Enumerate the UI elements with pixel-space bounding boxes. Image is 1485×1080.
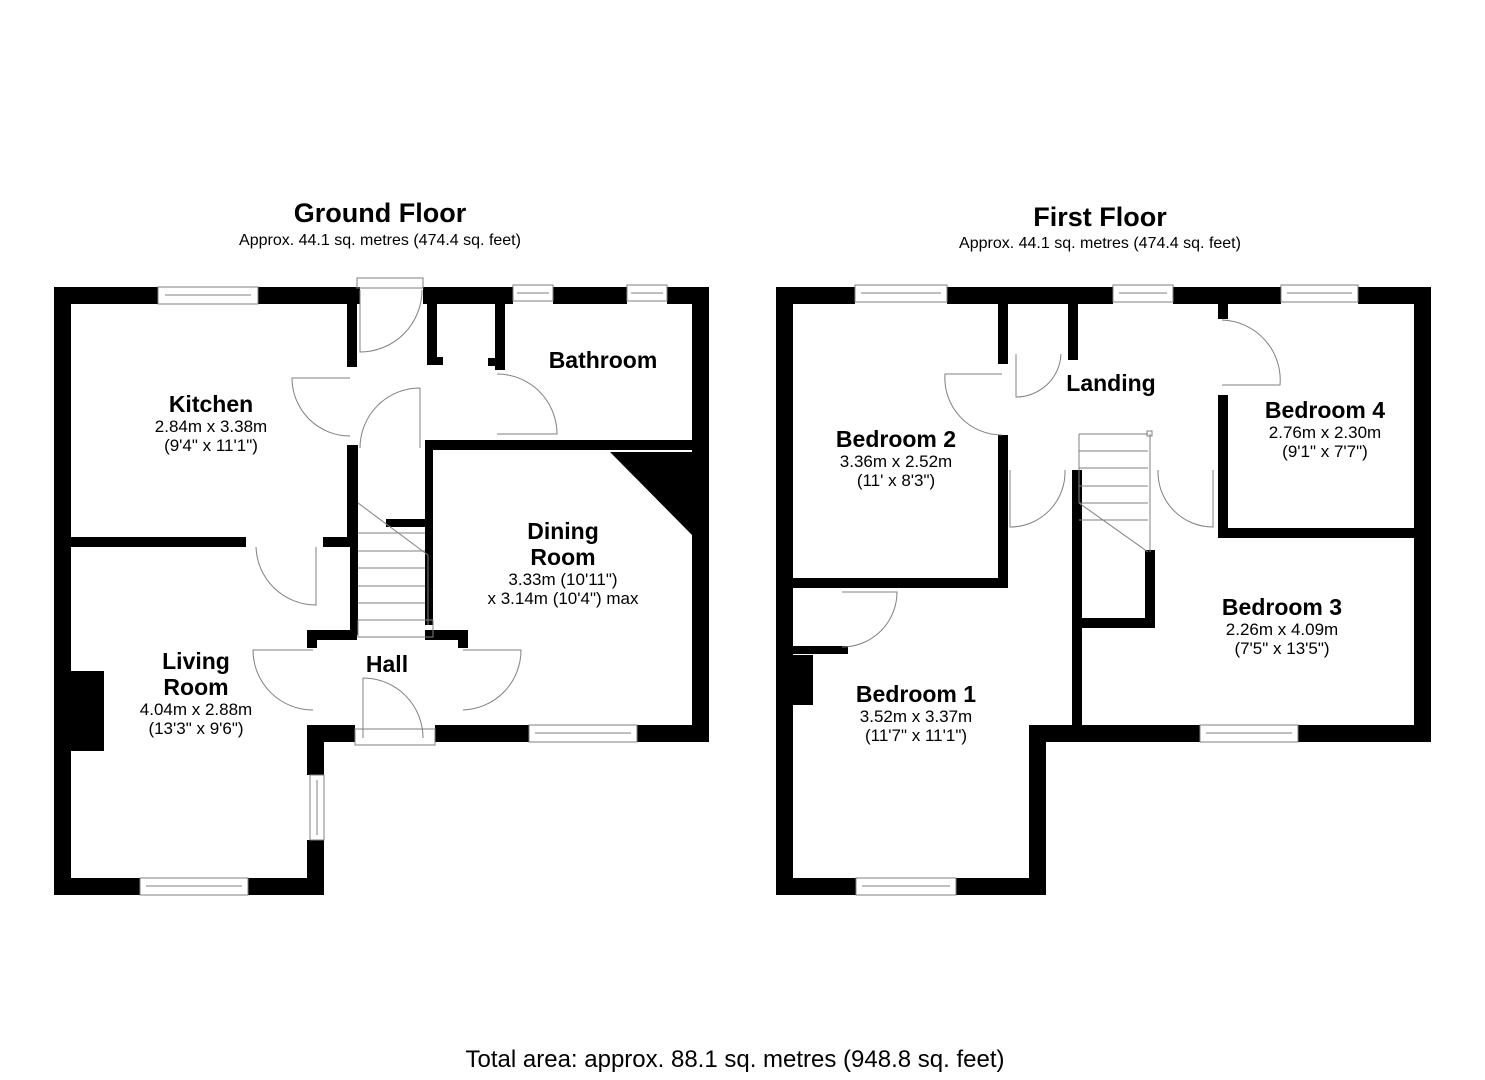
ground-floor-area: Approx. 44.1 sq. metres (474.4 sq. feet) bbox=[239, 232, 521, 249]
room-name: Bedroom 4 bbox=[1264, 397, 1386, 423]
room-dim-imperial: (7'5" x 13'5") bbox=[1234, 639, 1330, 658]
room-bedroom-4: Bedroom 4 2.76m x 2.30m (9'1" x 7'7") bbox=[1265, 397, 1385, 461]
ground-floor-title: Ground Floor bbox=[293, 198, 467, 228]
room-dim-metric: 3.52m x 3.37m bbox=[859, 707, 973, 726]
ground-floor-fixtures bbox=[139, 277, 668, 896]
room-bedroom-2: Bedroom 2 3.36m x 2.52m (11' x 8'3") bbox=[836, 426, 956, 490]
room-dim-metric: 3.33m (10'11") bbox=[508, 570, 618, 589]
room-kitchen: Kitchen 2.84m x 3.38m (9'4" x 11'1") bbox=[155, 391, 267, 455]
room-name: Room bbox=[163, 674, 229, 700]
room-name: Dining bbox=[527, 518, 599, 544]
room-name: Bathroom bbox=[548, 347, 658, 373]
room-dim-imperial: (11' x 8'3") bbox=[856, 471, 936, 490]
room-dim-imperial: (13'3" x 9'6") bbox=[148, 719, 244, 738]
room-name: Bedroom 1 bbox=[855, 681, 977, 707]
first-floor-fixtures bbox=[841, 284, 1359, 896]
room-name: Kitchen bbox=[168, 391, 254, 417]
room-dim-metric: 3.36m x 2.52m bbox=[839, 452, 953, 471]
room-dim-imperial: (9'1" x 7'7") bbox=[1282, 442, 1368, 461]
room-dim-imperial: (11'7" x 11'1") bbox=[864, 726, 968, 745]
first-floor-area: Approx. 44.1 sq. metres (474.4 sq. feet) bbox=[959, 235, 1241, 252]
room-name: Hall bbox=[365, 651, 409, 677]
room-name: Bedroom 2 bbox=[835, 426, 957, 452]
room-name: Living bbox=[162, 648, 230, 674]
room-dim-imperial: x 3.14m (10'4") max bbox=[487, 589, 639, 608]
room-name: Room bbox=[530, 544, 596, 570]
room-bathroom: Bathroom bbox=[549, 347, 658, 373]
room-dining: Dining Room 3.33m (10'11") x 3.14m (10'4… bbox=[488, 518, 639, 608]
room-dim-metric: 4.04m x 2.88m bbox=[139, 700, 253, 719]
first-floor-title: First Floor bbox=[1033, 202, 1167, 232]
room-dim-imperial: (9'4" x 11'1") bbox=[164, 436, 258, 455]
room-dim-metric: 2.76m x 2.30m bbox=[1268, 423, 1382, 442]
total-area: Total area: approx. 88.1 sq. metres (948… bbox=[465, 1046, 1005, 1073]
ground-floor-walls bbox=[54, 287, 709, 895]
room-dim-metric: 2.26m x 4.09m bbox=[1225, 620, 1339, 639]
room-living: Living Room 4.04m x 2.88m (13'3" x 9'6") bbox=[140, 648, 252, 738]
first-floor-walls bbox=[776, 287, 1431, 895]
room-bedroom-3: Bedroom 3 2.26m x 4.09m (7'5" x 13'5") bbox=[1222, 594, 1342, 658]
room-dim-metric: 2.84m x 3.38m bbox=[154, 417, 268, 436]
room-landing: Landing bbox=[1066, 370, 1155, 396]
room-bedroom-1: Bedroom 1 3.52m x 3.37m (11'7" x 11'1") bbox=[856, 681, 976, 745]
room-hall: Hall bbox=[366, 651, 408, 677]
room-name: Landing bbox=[1066, 370, 1156, 396]
room-name: Bedroom 3 bbox=[1221, 594, 1343, 620]
